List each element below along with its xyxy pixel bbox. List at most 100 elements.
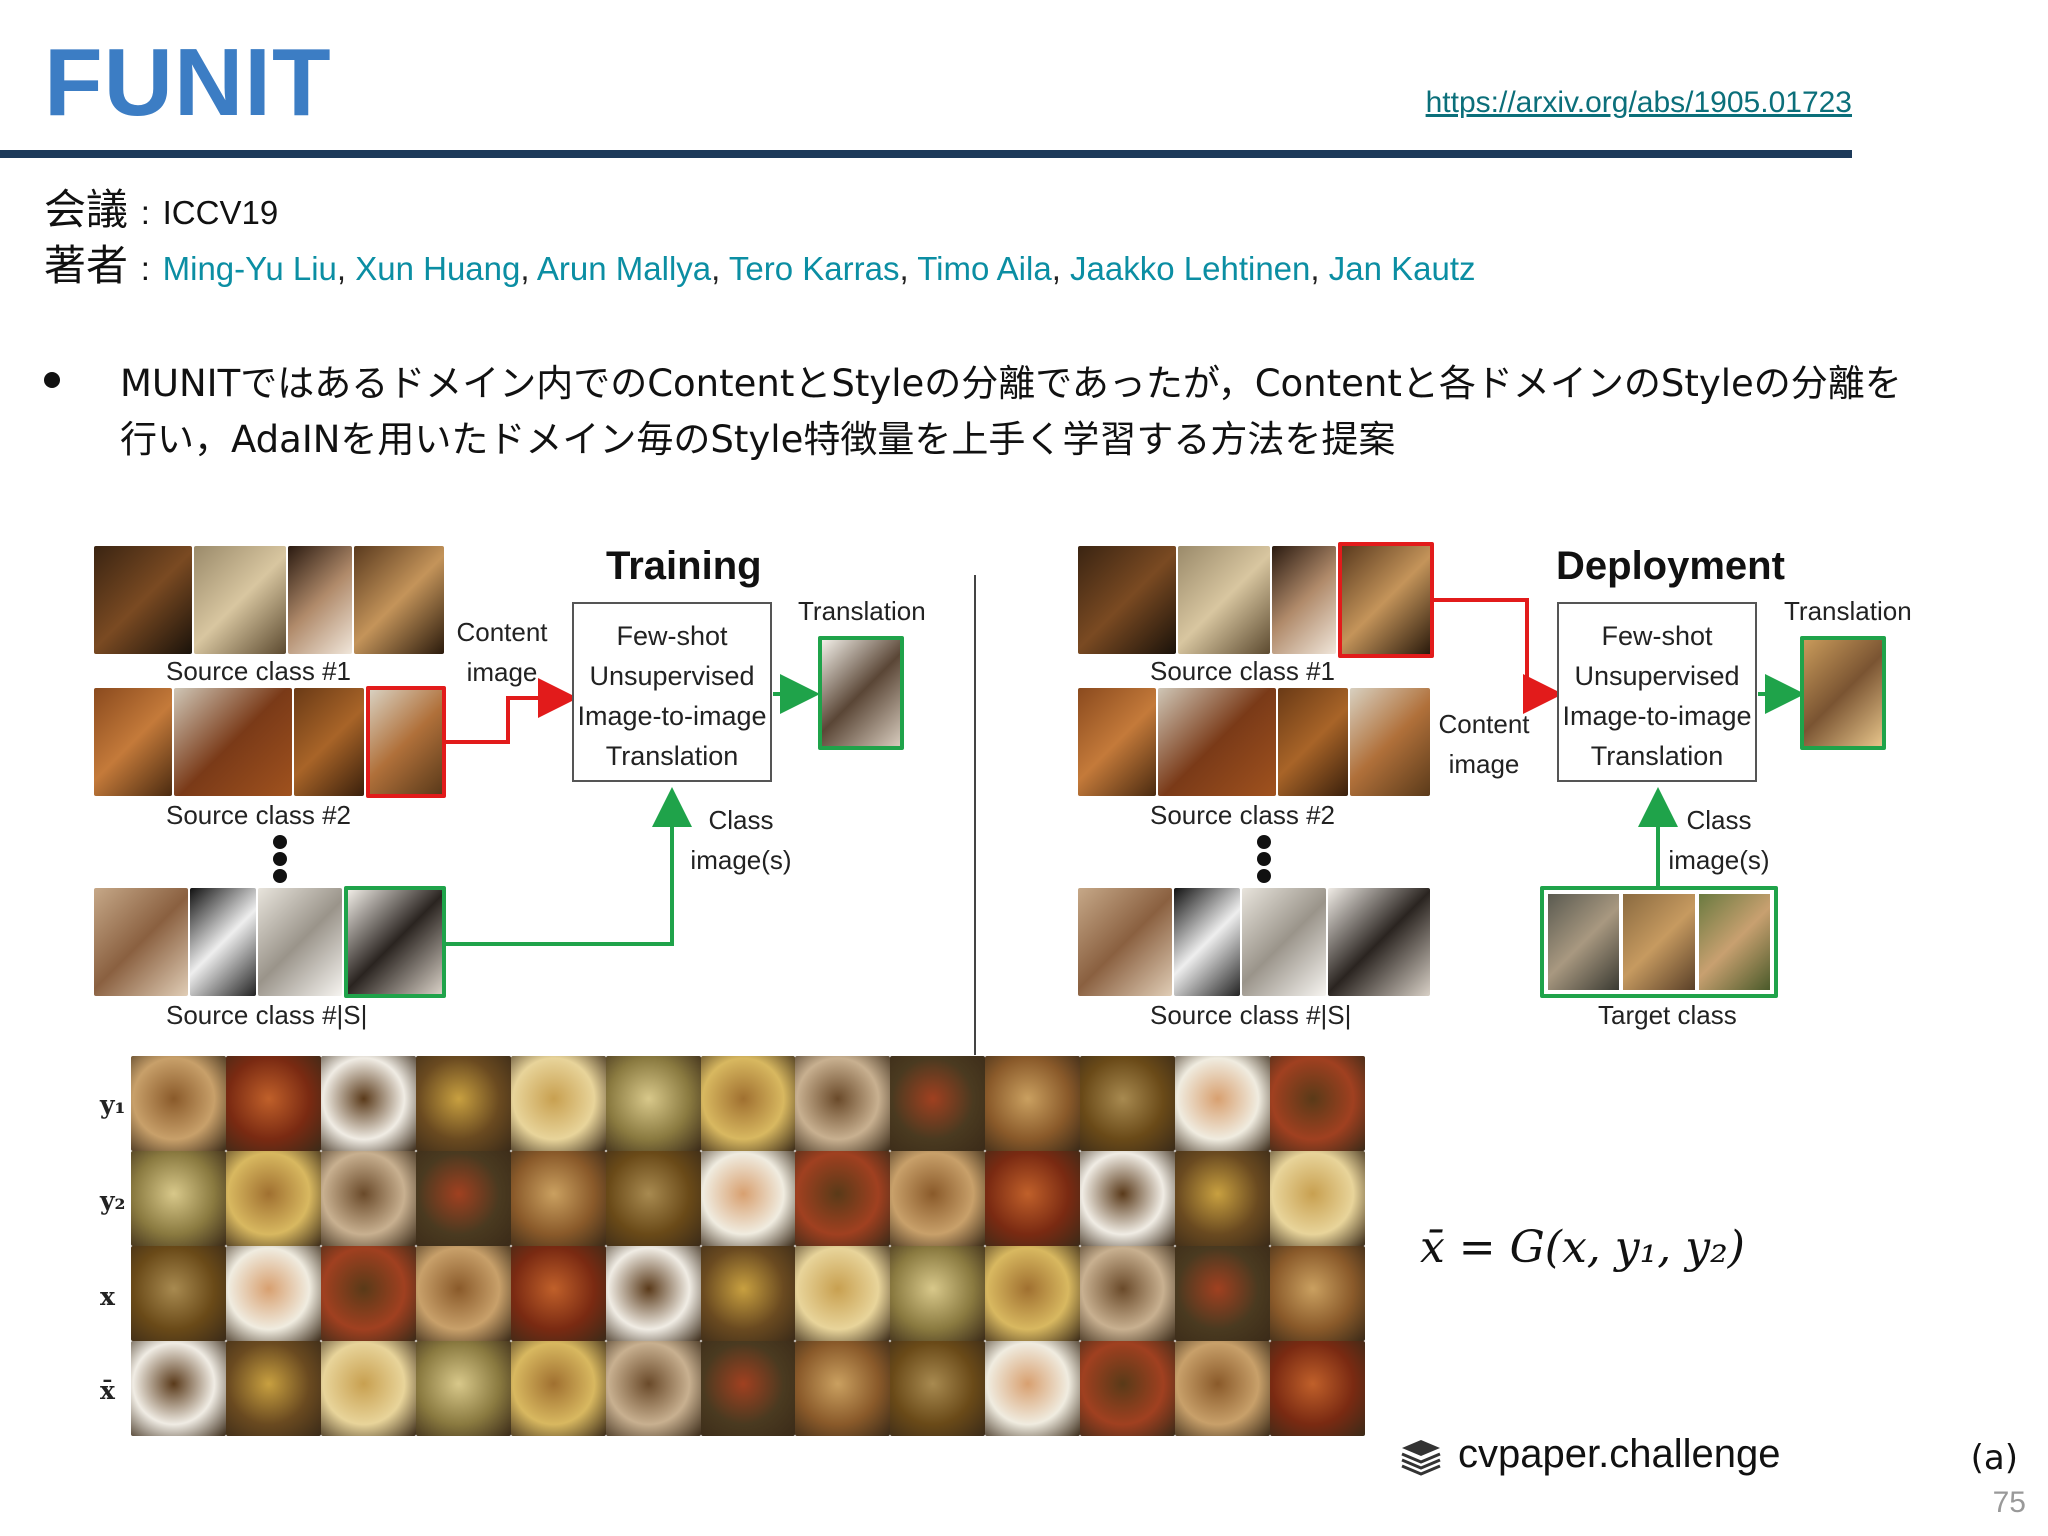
food-photo [225, 1151, 321, 1246]
brand-name: cvpaper.challenge [1458, 1432, 1781, 1476]
author-separator: , [336, 250, 356, 287]
training-output-photo [818, 636, 904, 750]
deployment-title: Deployment [1556, 544, 1785, 588]
row-label-y2: y₂ [100, 1186, 126, 1215]
food-photo [1080, 1246, 1176, 1341]
bullet-text: MUNITではあるドメイン内でのContentとStyleの分離であったが，Co… [120, 356, 2048, 468]
food-photo [890, 1246, 986, 1341]
box-line: Image-to-image [577, 701, 767, 731]
row-label-y1: y₁ [100, 1090, 126, 1119]
ellipsis-dots [1256, 832, 1272, 886]
food-photo [131, 1056, 226, 1151]
training-content-arrow [446, 678, 578, 744]
deployment-content-label: Content image [1434, 704, 1534, 784]
author-link[interactable]: Xun Huang [355, 250, 521, 287]
content-label-line: image [466, 657, 538, 687]
training-method-box: Few-shot Unsupervised Image-to-image Tra… [572, 602, 772, 782]
brand: cvpaper.challenge [1398, 1432, 1780, 1477]
authors-key: 著者 [44, 241, 129, 290]
content-label-line: Content [456, 617, 548, 647]
deployment-translation-label: Translation [1784, 596, 1912, 626]
training-class-label: Class image(s) [686, 800, 796, 880]
dog-photo [1178, 546, 1270, 654]
dog-photo [94, 688, 172, 796]
food-photo [1270, 1341, 1365, 1436]
food-photo [1080, 1151, 1176, 1246]
bullet-line-1: MUNITではあるドメイン内でのContentとStyleの分離であったが，Co… [120, 362, 1902, 405]
dog-photo [1158, 688, 1276, 796]
food-photo [415, 1151, 511, 1246]
food-photo [1080, 1056, 1176, 1151]
content-label-line: image [1448, 749, 1520, 779]
food-photo [605, 1246, 701, 1341]
class-label-line: image(s) [1668, 845, 1770, 875]
food-photo [890, 1341, 986, 1436]
stack-icon [1401, 1439, 1441, 1476]
food-photo [795, 1056, 891, 1151]
food-photo [1175, 1246, 1271, 1341]
food-photo [1270, 1056, 1365, 1151]
food-photo [225, 1056, 321, 1151]
page-number: 75 [1992, 1486, 2026, 1519]
food-photo [1175, 1151, 1271, 1246]
box-line: Translation [605, 741, 739, 771]
food-photo [985, 1151, 1081, 1246]
source-class-2-label: Source class #2 [166, 800, 351, 830]
figure-divider [974, 575, 976, 1055]
deployment-output-photo [1800, 636, 1886, 750]
author-separator: , [520, 250, 537, 287]
food-photo [1080, 1341, 1176, 1436]
cougar-photo [1623, 894, 1695, 990]
ellipsis-dots [272, 832, 288, 886]
author-link[interactable]: Jaakko Lehtinen [1070, 250, 1311, 287]
authors-colon: : [140, 250, 150, 287]
food-image-grid [131, 1056, 1365, 1436]
dog-photo [1078, 546, 1176, 654]
dog-photo [1078, 688, 1156, 796]
food-photo [320, 1246, 416, 1341]
food-photo [985, 1341, 1081, 1436]
food-photo [605, 1341, 701, 1436]
box-line: Unsupervised [1574, 661, 1740, 691]
class-dog-photo [344, 886, 446, 998]
food-photo [700, 1151, 796, 1246]
author-separator: , [1310, 250, 1329, 287]
food-photo [320, 1151, 416, 1246]
author-link[interactable]: Ming-Yu Liu [162, 250, 337, 287]
author-link[interactable]: Arun Mallya [536, 250, 712, 287]
class-label-line: image(s) [690, 845, 792, 875]
food-photo [795, 1151, 891, 1246]
row-label-x: x [100, 1282, 115, 1311]
training-class-arrow [446, 787, 692, 946]
page-title: FUNIT [44, 29, 332, 136]
target-class-images [1540, 886, 1778, 998]
food-photo [1175, 1341, 1271, 1436]
deployment-method-box: Few-shot Unsupervised Image-to-image Tra… [1557, 602, 1757, 782]
food-photo [605, 1056, 701, 1151]
author-link[interactable]: Jan Kautz [1328, 250, 1476, 287]
dog-photo [174, 688, 292, 796]
author-separator: , [1051, 250, 1071, 287]
content-dog-photo [366, 686, 446, 798]
source-class-1-label: Source class #1 [166, 656, 351, 686]
food-photo [795, 1341, 891, 1436]
dog-photo [1350, 688, 1430, 796]
food-photo [1270, 1246, 1365, 1341]
dog-photo [1328, 888, 1430, 996]
food-photo [131, 1341, 226, 1436]
author-link[interactable]: Timo Aila [917, 250, 1052, 287]
conference-row: 会議 : ICCV19 [44, 176, 278, 237]
author-link[interactable]: Tero Karras [728, 250, 900, 287]
arxiv-link[interactable]: https://arxiv.org/abs/1905.01723 [1425, 86, 1852, 119]
dog-photo [294, 688, 364, 796]
dog-photo [354, 546, 444, 654]
food-photo [700, 1341, 796, 1436]
deployment-content-photo [1338, 542, 1434, 658]
food-photo [510, 1151, 606, 1246]
author-separator: , [899, 250, 918, 287]
deployment-class-label: Class image(s) [1664, 800, 1774, 880]
food-photo [510, 1341, 606, 1436]
cougar-photo [1698, 894, 1770, 990]
food-photo [605, 1151, 701, 1246]
